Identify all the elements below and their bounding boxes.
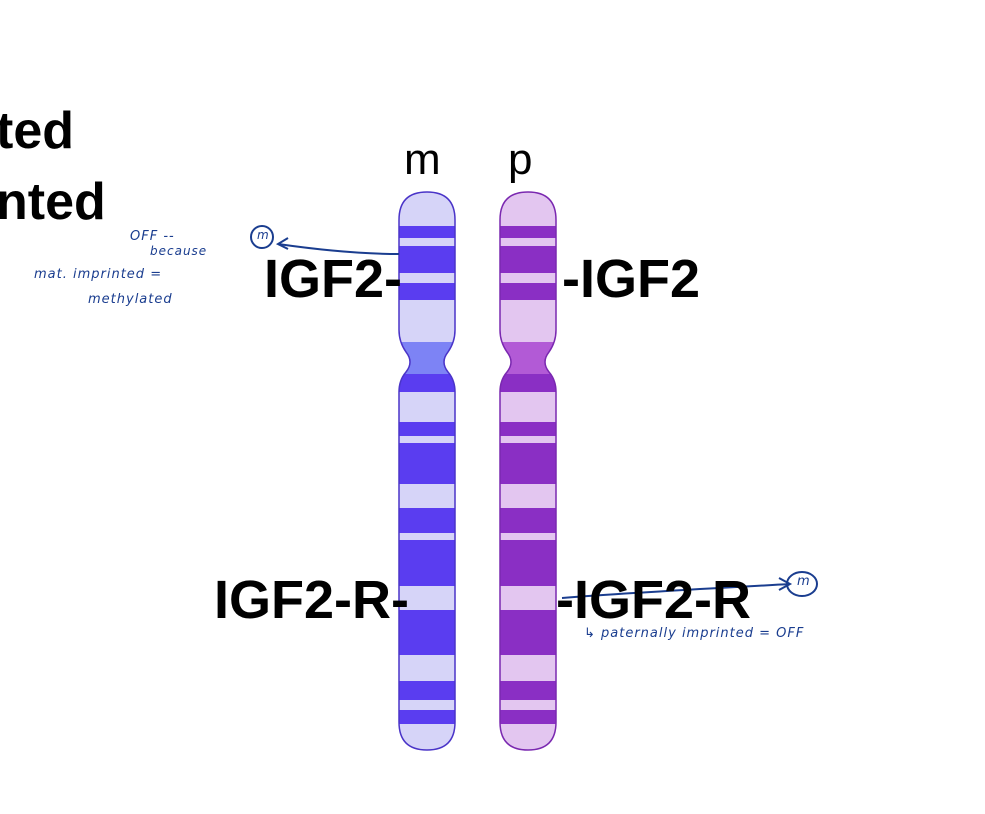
igf2-maternal-label: IGF2-	[264, 252, 402, 306]
note-methylated: methylated	[88, 293, 173, 306]
top-circle-letter: m	[257, 229, 269, 241]
note-mat-imprinted: mat. imprinted =	[34, 268, 162, 281]
maternal-chromosome	[395, 188, 459, 754]
note-because: because	[150, 245, 207, 257]
igf2-paternal-label: -IGF2	[562, 252, 700, 306]
paternal-chromosome	[496, 188, 560, 754]
note-off: OFF --	[130, 230, 175, 243]
igf2r-paternal-label: -IGF2-R	[556, 573, 751, 627]
igf2r-maternal-label: IGF2-R-	[214, 573, 409, 627]
note-paternally-imprinted: ↳ paternally imprinted = OFF	[584, 627, 804, 640]
bottom-circle-letter: m	[797, 575, 810, 588]
